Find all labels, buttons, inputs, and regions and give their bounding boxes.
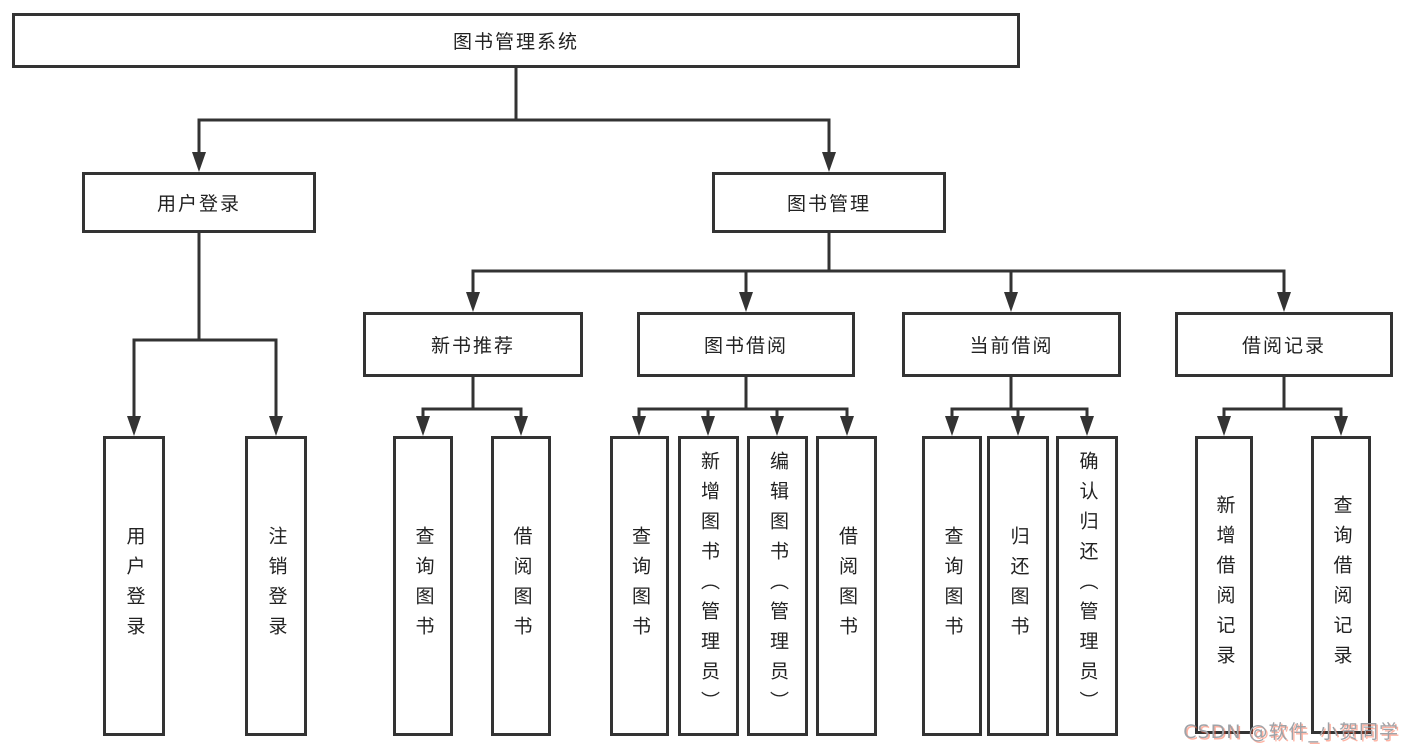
leaf-edit-books-admin: 编辑图书（管理员） [747, 436, 808, 736]
node-book-borrowing: 图书借阅 [637, 312, 855, 377]
node-label: 图书管理 [786, 193, 871, 215]
leaf-add-books-admin: 新增图书（管理员） [678, 436, 739, 736]
leaf-borrow-books-recommend: 借阅图书 [491, 436, 551, 736]
node-label: 新书推荐 [430, 335, 515, 357]
node-label: 当前借阅 [969, 335, 1054, 357]
node-label: 编辑图书（管理员） [767, 451, 789, 721]
node-current-borrowing: 当前借阅 [902, 312, 1121, 377]
node-borrow-records: 借阅记录 [1175, 312, 1393, 377]
leaf-return-books: 归还图书 [987, 436, 1049, 736]
node-user-login: 用户登录 [82, 172, 316, 233]
node-label: 借阅图书 [510, 526, 533, 646]
node-label: 查询图书 [629, 526, 651, 646]
node-label: 查询图书 [941, 526, 964, 646]
node-root-system: 图书管理系统 [12, 13, 1020, 68]
node-new-book-recommend: 新书推荐 [363, 312, 583, 377]
leaf-query-books-current: 查询图书 [922, 436, 982, 736]
leaf-confirm-return-admin: 确认归还（管理员） [1056, 436, 1118, 736]
leaf-add-borrow-record: 新增借阅记录 [1195, 436, 1253, 734]
node-label: 注销登录 [265, 526, 288, 646]
node-label: 用户登录 [156, 193, 241, 215]
node-label: 新增图书（管理员） [698, 451, 720, 721]
leaf-borrow-books: 借阅图书 [816, 436, 877, 736]
node-label: 归还图书 [1007, 526, 1030, 646]
node-label: 借阅记录 [1241, 335, 1326, 357]
leaf-query-borrow-record: 查询借阅记录 [1311, 436, 1371, 734]
connector-arrowheads [127, 152, 1348, 436]
leaf-query-books-recommend: 查询图书 [393, 436, 453, 736]
node-label: 新增借阅记录 [1213, 495, 1236, 675]
node-label: 用户登录 [123, 526, 146, 646]
csdn-watermark: CSDN @软件_小贺同学 [1183, 721, 1399, 743]
node-label: 确认归还（管理员） [1076, 451, 1099, 721]
node-label: 借阅图书 [836, 526, 858, 646]
node-book-management: 图书管理 [712, 172, 946, 233]
node-label: 查询图书 [412, 526, 435, 646]
node-label: 图书借阅 [703, 335, 788, 357]
node-label: 查询借阅记录 [1330, 495, 1353, 675]
leaf-logout: 注销登录 [245, 436, 307, 736]
leaf-query-books-borrowing: 查询图书 [610, 436, 669, 736]
node-label: 图书管理系统 [452, 31, 579, 53]
leaf-user-login: 用户登录 [103, 436, 165, 736]
